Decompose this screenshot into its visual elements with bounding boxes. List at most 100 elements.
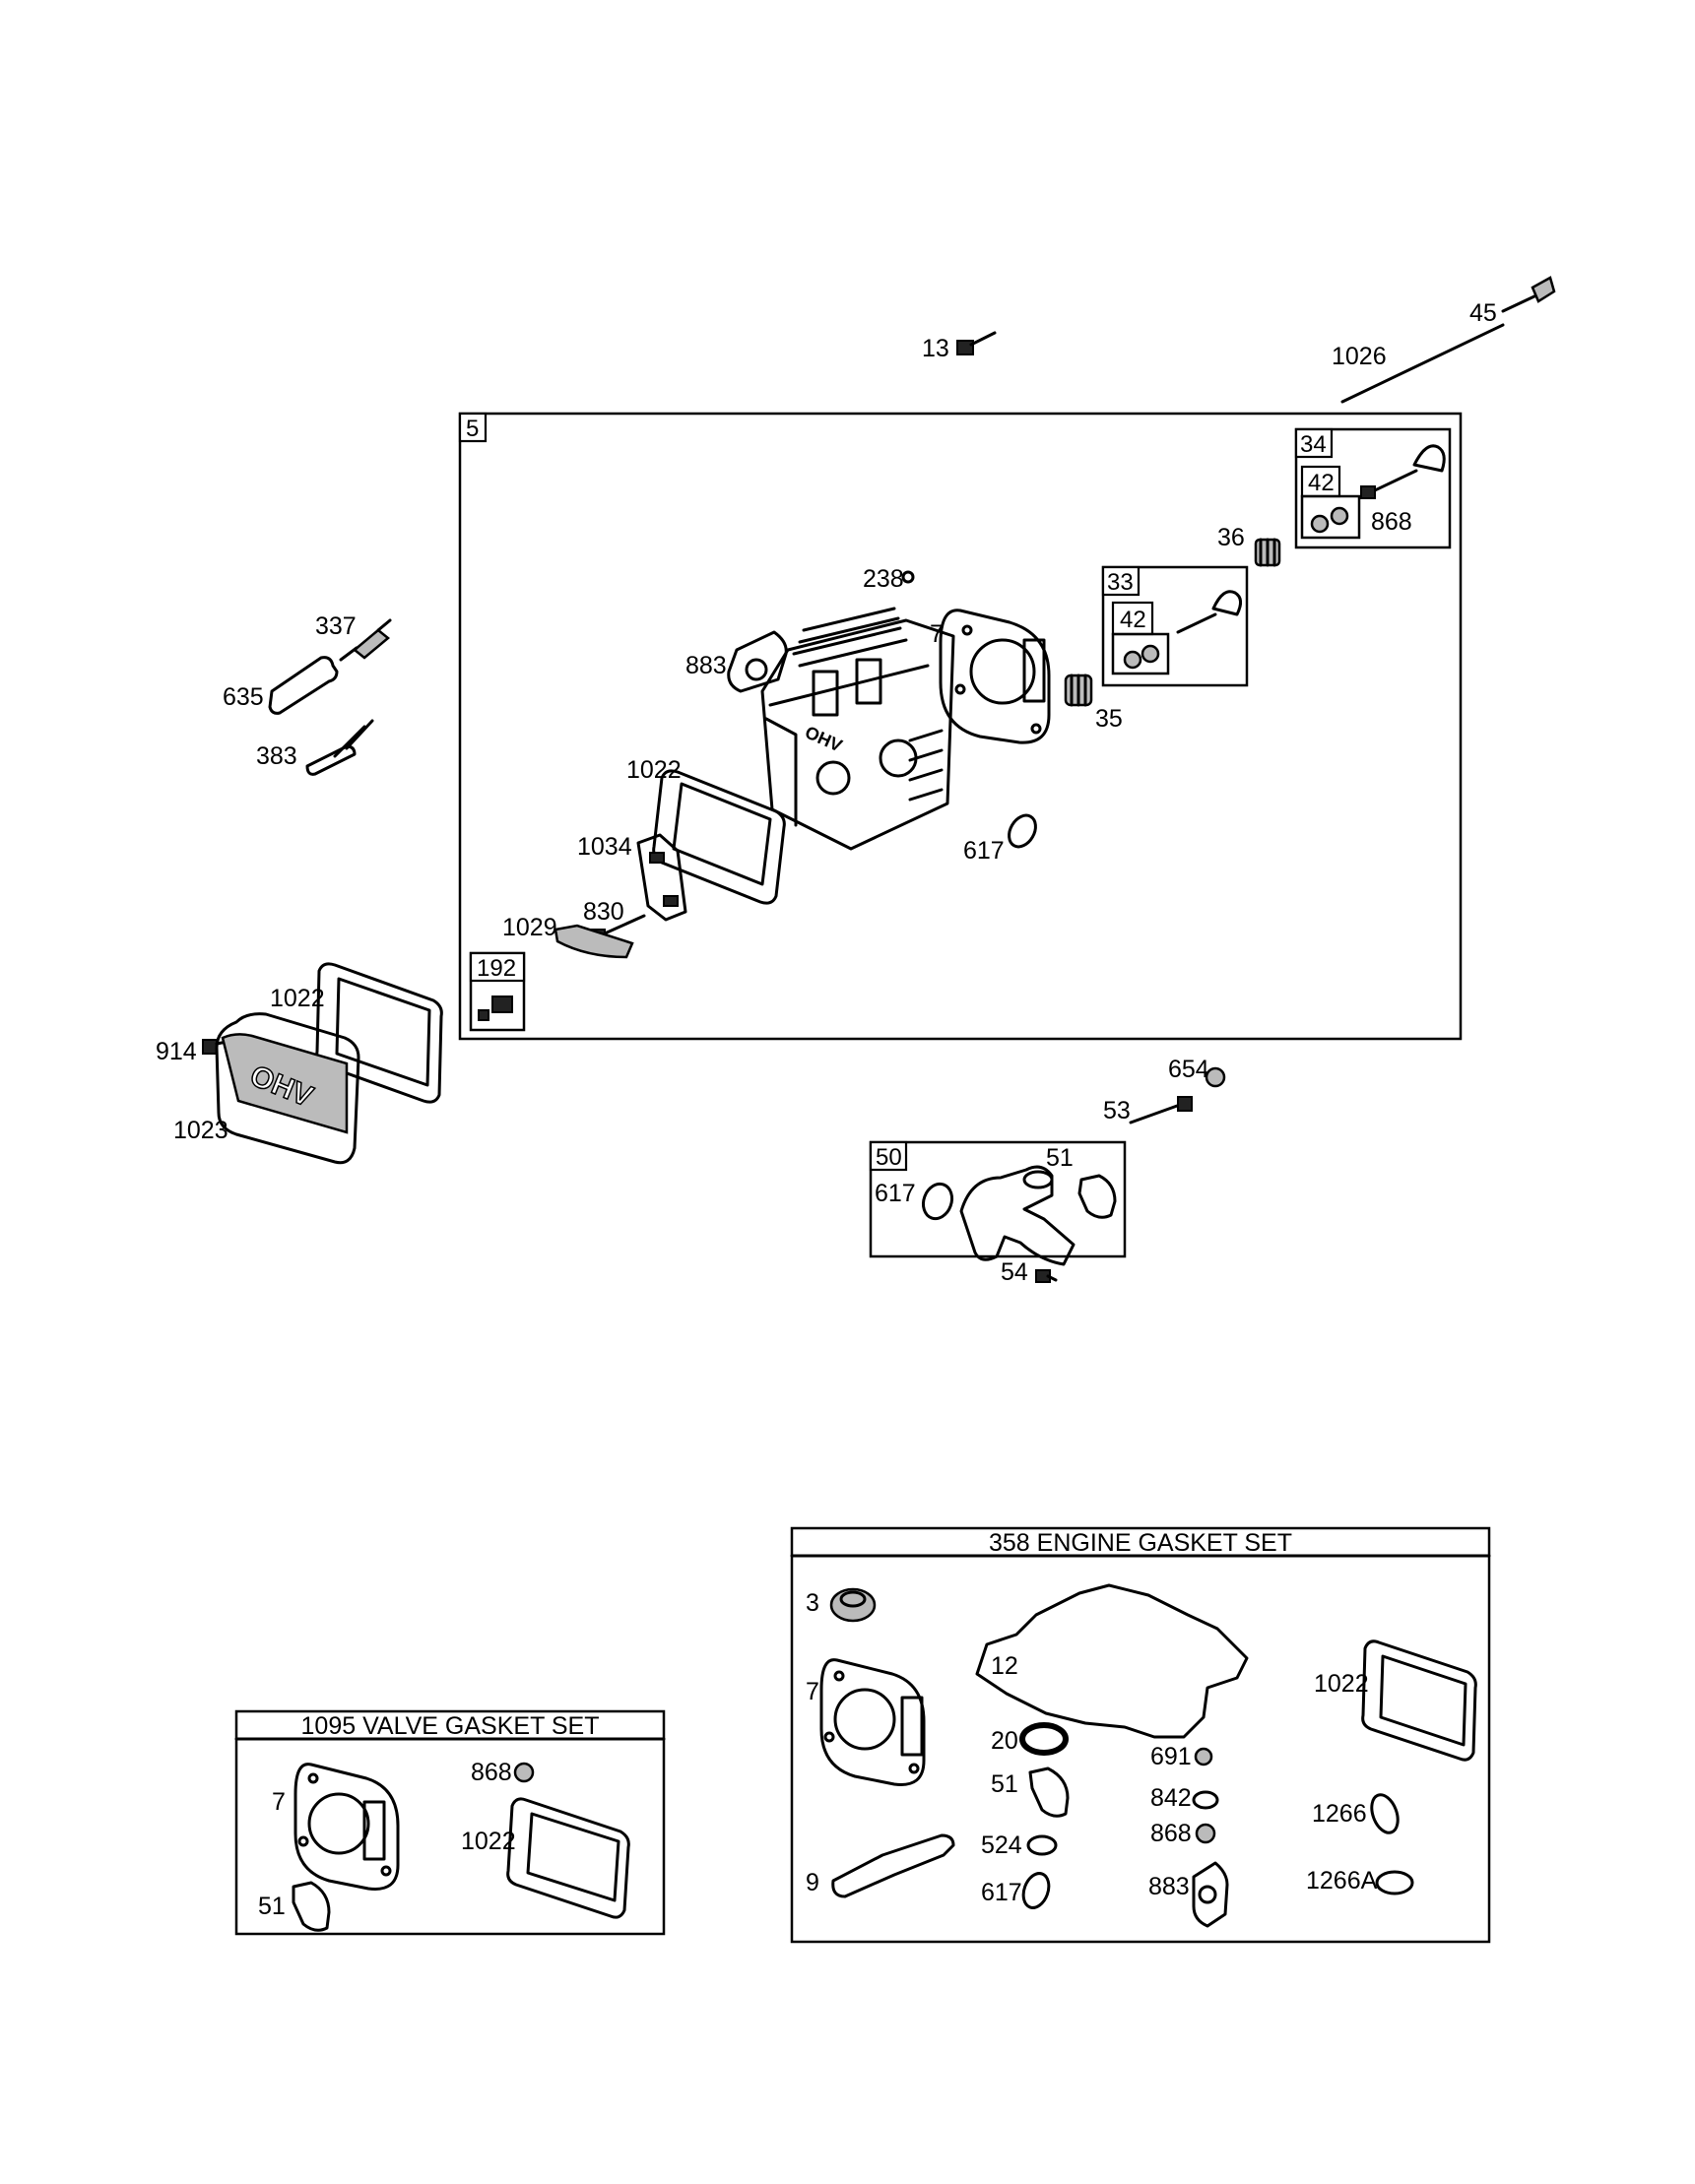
bolt-13 — [956, 331, 997, 355]
valve-spring-36 — [1254, 538, 1281, 567]
o-ring-1266a — [1375, 1870, 1414, 1895]
label-3: 3 — [806, 1589, 819, 1617]
label-45: 45 — [1469, 299, 1497, 327]
casting-ohv-mark: OHV — [802, 722, 845, 755]
o-ring-842 — [1192, 1790, 1219, 1810]
label-868-c: 868 — [1150, 1820, 1192, 1847]
label-1029: 1029 — [502, 914, 557, 941]
o-ring-524 — [1026, 1834, 1058, 1856]
label-842: 842 — [1150, 1784, 1192, 1812]
intake-gasket-51-b — [292, 1881, 331, 1932]
label-42-a: 42 — [1308, 470, 1335, 496]
label-1266a: 1266A — [1306, 1867, 1378, 1895]
exhaust-valve-34 — [1373, 444, 1446, 492]
oil-seal-20 — [1019, 1722, 1069, 1756]
label-1034: 1034 — [577, 833, 632, 861]
label-238: 238 — [863, 565, 904, 593]
label-7-a: 7 — [930, 620, 944, 648]
label-830: 830 — [583, 898, 624, 926]
label-7-c: 7 — [806, 1678, 819, 1705]
o-ring-617-a — [1008, 813, 1037, 849]
push-rod-1026 — [1340, 323, 1505, 404]
cover-gasket-1022-d — [1361, 1639, 1477, 1762]
label-1022-a: 1022 — [626, 756, 682, 784]
stud-53 — [1129, 1096, 1193, 1124]
cover-gasket-1022-b — [315, 962, 443, 1104]
label-617-c: 617 — [981, 1879, 1022, 1906]
label-635: 635 — [223, 683, 264, 711]
label-53: 53 — [1103, 1097, 1131, 1124]
spark-plug-337 — [339, 618, 392, 662]
label-383: 383 — [256, 742, 297, 770]
label-51-b: 51 — [258, 1893, 286, 1920]
intake-gasket-51-a — [1077, 1174, 1117, 1219]
label-1022-b: 1022 — [270, 985, 325, 1012]
valve-seal-868-b — [513, 1762, 535, 1783]
head-gasket-7-b — [293, 1763, 400, 1891]
label-5: 5 — [466, 416, 479, 442]
valve-gasket-set-title: 1095 VALVE GASKET SET — [301, 1712, 600, 1740]
valve-seal-868-a — [1360, 485, 1376, 499]
head-gasket-7-a — [939, 609, 1051, 744]
valve-gasket-set-box — [234, 1709, 666, 1936]
fitting-192 — [478, 996, 513, 1021]
oil-seal-3 — [829, 1587, 877, 1623]
engine-gasket-set-title: 358 ENGINE GASKET SET — [989, 1529, 1292, 1557]
valve-45 — [1501, 276, 1556, 313]
label-1266: 1266 — [1312, 1800, 1367, 1828]
label-51-a: 51 — [1046, 1144, 1074, 1172]
label-13: 13 — [922, 335, 949, 362]
intake-gasket-883-b — [1192, 1861, 1229, 1928]
seal-691 — [1194, 1747, 1213, 1766]
cover-gasket-1022-c — [506, 1797, 630, 1919]
label-50: 50 — [876, 1144, 902, 1171]
engine-gasket-set-box — [790, 1526, 1491, 1944]
label-192: 192 — [477, 955, 516, 982]
label-1023: 1023 — [173, 1117, 228, 1144]
cylinder-head-assembly-box — [458, 412, 1463, 1041]
label-34: 34 — [1300, 431, 1327, 458]
o-ring-617-c — [1021, 1872, 1051, 1909]
label-654: 654 — [1168, 1056, 1209, 1083]
label-36: 36 — [1217, 524, 1245, 551]
label-337: 337 — [315, 612, 357, 640]
intake-elbow — [959, 1165, 1076, 1266]
label-868-a: 868 — [1371, 508, 1412, 536]
label-868-b: 868 — [471, 1759, 512, 1786]
label-883-b: 883 — [1148, 1873, 1190, 1900]
label-617-b: 617 — [875, 1180, 916, 1207]
intake-valve-33 — [1176, 590, 1242, 634]
part-238 — [901, 570, 915, 584]
valve-keepers-42-a — [1310, 506, 1349, 534]
screw-54 — [1035, 1269, 1058, 1283]
cover-gasket-1022-a — [652, 769, 786, 905]
label-54: 54 — [1001, 1258, 1028, 1286]
cylinder-head-casting: OHV — [760, 607, 955, 851]
spark-plug-boot-635 — [268, 656, 339, 715]
o-ring-617-b — [921, 1182, 954, 1221]
label-914: 914 — [156, 1038, 197, 1065]
box-33 — [1101, 565, 1249, 687]
clip-383 — [305, 719, 374, 776]
box-5-tag — [458, 412, 488, 443]
label-9: 9 — [806, 1869, 819, 1896]
label-883-a: 883 — [685, 652, 727, 679]
baffle-1029 — [554, 924, 634, 959]
label-12: 12 — [991, 1652, 1018, 1680]
label-33: 33 — [1107, 569, 1134, 596]
label-35: 35 — [1095, 705, 1123, 733]
valve-seal-868-c — [1195, 1823, 1216, 1844]
head-gasket-7-c — [819, 1658, 926, 1786]
label-20: 20 — [991, 1727, 1018, 1755]
gasket-9 — [831, 1833, 955, 1898]
label-524: 524 — [981, 1831, 1022, 1859]
breather-1034 — [636, 833, 687, 922]
valve-spring-35 — [1064, 674, 1093, 707]
label-1022-c: 1022 — [461, 1828, 516, 1855]
crankcase-gasket-12 — [975, 1583, 1249, 1739]
label-7-b: 7 — [272, 1788, 286, 1816]
label-51-c: 51 — [991, 1770, 1018, 1798]
label-42-b: 42 — [1120, 607, 1146, 633]
nut-654 — [1205, 1066, 1226, 1088]
